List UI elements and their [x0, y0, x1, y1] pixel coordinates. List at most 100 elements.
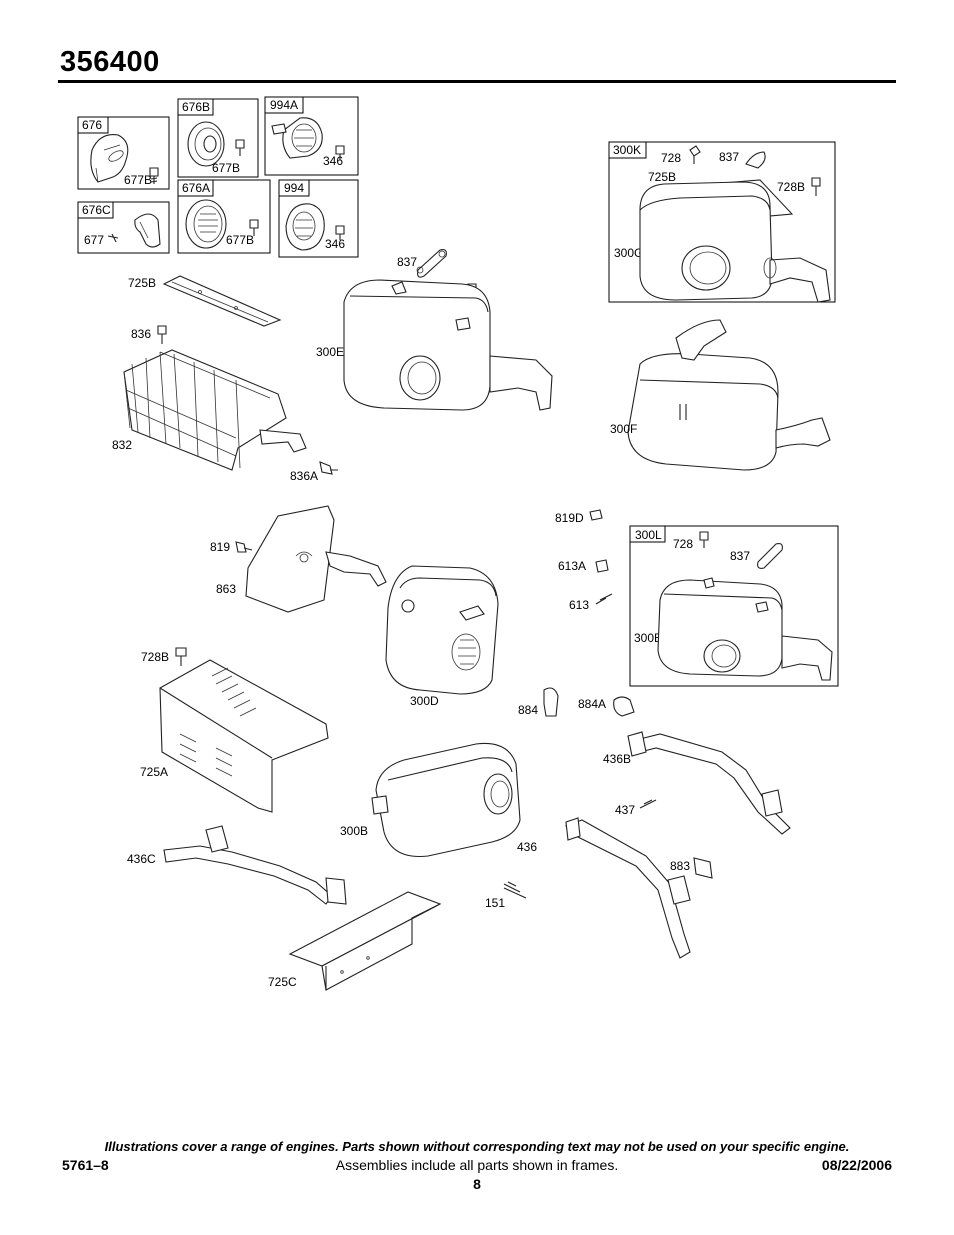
callout: 300D [410, 694, 439, 708]
rain-cap-drawing [90, 134, 129, 183]
callout: 884A [578, 697, 606, 711]
screw-icon [595, 593, 613, 605]
bracket-863-drawing [245, 505, 387, 613]
callout: 725B [128, 276, 156, 290]
frame-676A [177, 179, 271, 254]
callout: 728B [777, 180, 805, 194]
callout: 863 [216, 582, 236, 596]
frame-676B [177, 98, 259, 178]
callout: 884 [518, 703, 538, 717]
bracket-837-drawing [757, 543, 783, 569]
muffler-300E-drawing [343, 279, 553, 411]
callout: 346 [323, 154, 343, 168]
callout: 436B [603, 752, 631, 766]
screw-icon [235, 139, 245, 156]
title-rule [58, 80, 896, 83]
muffler-300D-drawing [385, 565, 499, 695]
callout: 436 [517, 840, 537, 854]
screw-icon [107, 233, 119, 243]
callout: 728B [141, 650, 169, 664]
exhaust-pipe-436-drawing [565, 817, 691, 959]
assembly-note: Assemblies include all parts shown in fr… [335, 1157, 619, 1173]
strap-725B-drawing [162, 275, 282, 327]
screw-icon [249, 219, 259, 236]
muffler-300B-drawing [371, 742, 521, 858]
frame-tag: 676 [82, 118, 102, 132]
page-title: 356400 [60, 46, 160, 78]
frame-676 [77, 116, 170, 190]
screw-icon [157, 325, 167, 344]
muffler-guard-drawing [187, 121, 225, 167]
bracket-837-drawing [416, 249, 447, 278]
callout: 832 [112, 438, 132, 452]
frame-tag: 676C [82, 203, 111, 217]
screw-icon [235, 541, 253, 553]
callout: 300F [610, 422, 637, 436]
disclaimer-note: Illustrations cover a range of engines. … [104, 1139, 850, 1154]
callout: 725B [648, 170, 676, 184]
callout: 837 [719, 150, 739, 164]
exhaust-pipe-436B-drawing [627, 731, 791, 835]
frame-676C [77, 201, 170, 254]
callout: 300G [614, 246, 643, 260]
exhaust-pipe-436C-drawing [163, 825, 347, 905]
frame-tag: 300L [635, 528, 662, 542]
frame-994 [278, 179, 359, 258]
callout: 677 [84, 233, 104, 247]
callout: 613A [558, 559, 586, 573]
callout: 725C [268, 975, 297, 989]
muffler-300F-drawing [627, 319, 831, 471]
screw-icon [175, 647, 187, 666]
callout: 437 [615, 803, 635, 817]
callout: 819D [555, 511, 584, 525]
guard-plate-drawing [185, 199, 227, 249]
heat-shield-725A-drawing [159, 659, 329, 813]
callout: 613 [569, 598, 589, 612]
spark-arrester-screen-drawing [271, 117, 323, 159]
callout: 837 [730, 549, 750, 563]
frame-tag: 300K [613, 143, 641, 157]
doc-number: 5761–8 [62, 1157, 109, 1173]
callout: 883 [670, 859, 690, 873]
callout: 346 [325, 237, 345, 251]
callout: 728 [673, 537, 693, 551]
callout: 151 [485, 896, 505, 910]
muffler-300E-framed-drawing [657, 577, 833, 681]
heat-shield-832-drawing [123, 349, 307, 471]
callout: 300B [340, 824, 368, 838]
elbow-deflector-drawing [134, 213, 161, 248]
frame-300L [629, 525, 839, 687]
frame-tag: 994 [284, 181, 304, 195]
screw-icon [595, 559, 609, 573]
callout: 819 [210, 540, 230, 554]
frame-994A [264, 96, 359, 176]
callout: 300E [316, 345, 344, 359]
gasket-883-drawing [693, 857, 713, 879]
screw-icon [149, 167, 159, 184]
callout: 837 [397, 255, 417, 269]
screw-icon [589, 509, 603, 521]
callout: 725A [140, 765, 168, 779]
frame-300K [608, 141, 836, 303]
frame-tag: 676A [182, 181, 210, 195]
callout: 836 [131, 327, 151, 341]
callout: 300E [634, 631, 662, 645]
doc-date: 08/22/2006 [821, 1157, 892, 1173]
stud-151-drawing [503, 881, 527, 899]
frame-tag: 676B [182, 100, 210, 114]
screw-icon [335, 145, 345, 160]
heat-shield-725C-drawing [288, 891, 442, 991]
callout: 728 [661, 151, 681, 165]
screw-icon [639, 799, 657, 809]
spark-arrester-drawing [285, 203, 325, 251]
screw-icon [319, 461, 338, 475]
callout: 677B [124, 173, 152, 187]
screw-icon [335, 225, 345, 240]
screw-icon [699, 531, 709, 548]
callout: 836A [290, 469, 318, 483]
clamp-884-drawing [543, 687, 559, 717]
callout: 677B [226, 233, 254, 247]
callout: 677B [212, 161, 240, 175]
muffler-300G-drawing [639, 145, 831, 303]
